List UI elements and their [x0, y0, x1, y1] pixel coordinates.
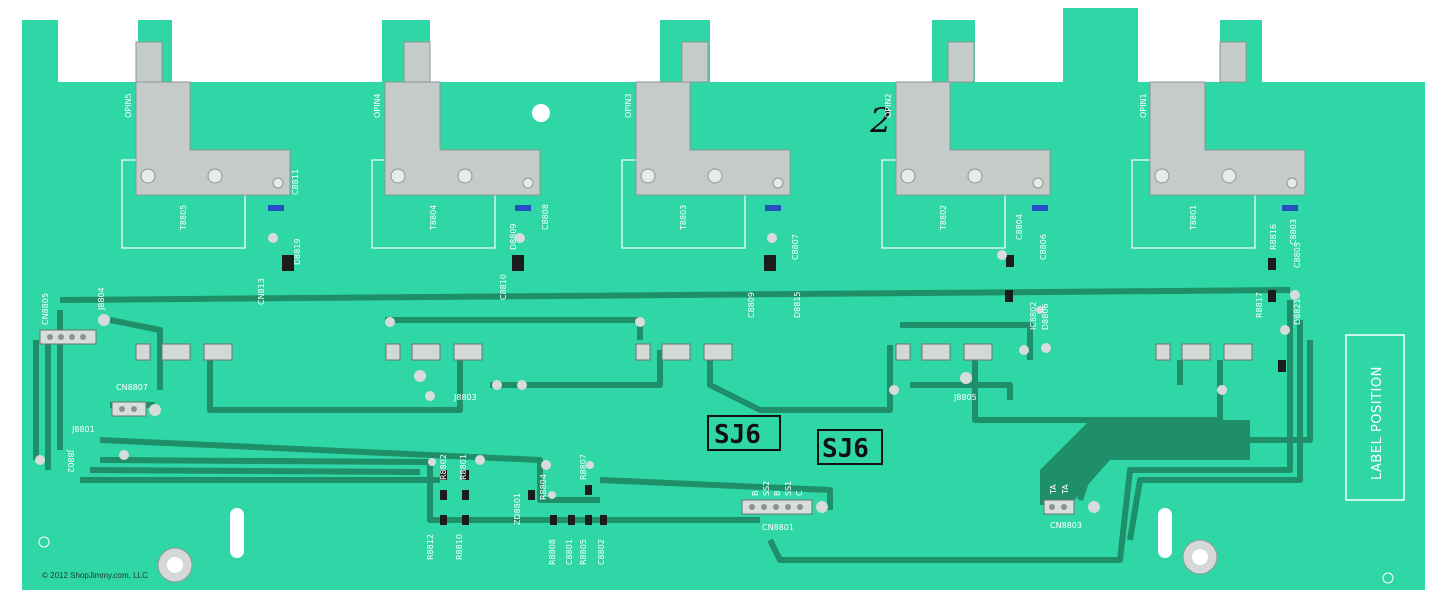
resistor-label: R8817	[1255, 292, 1264, 318]
top-notches	[58, 20, 1425, 82]
diode-label: D8809	[509, 223, 518, 250]
capacitor-label: C8811	[291, 169, 300, 195]
cn8803-pin: TA	[1061, 484, 1070, 495]
blue-components	[268, 205, 1298, 211]
label-position-text: LABEL POSITION	[1370, 366, 1385, 480]
cn8801-pin: C	[795, 490, 804, 496]
resistor-label: R8812	[426, 534, 435, 560]
smd-components	[282, 255, 1286, 525]
resistor-label: R8802	[439, 454, 448, 480]
stamp-box-1	[707, 415, 781, 451]
part-label: C8809	[747, 292, 756, 318]
resistor-label: R8816	[1269, 224, 1278, 250]
transformer-label: T8802	[939, 205, 948, 231]
cn8801-pin: B	[751, 491, 760, 497]
pin-label: OPIN5	[124, 93, 133, 118]
part-label: C8810	[499, 274, 508, 300]
solder-joints	[35, 233, 1300, 513]
transformer-label: T8801	[1189, 205, 1198, 231]
resistor-label: R8807	[579, 454, 588, 480]
cn8801-pin: SS2	[762, 481, 771, 496]
transformer-label: T8805	[179, 205, 188, 231]
capacitor-label: C8806	[1039, 234, 1048, 260]
cn8803-pin: TA	[1049, 484, 1058, 495]
diode-label: D8821	[1293, 298, 1302, 325]
cn8801-pin: B	[773, 491, 782, 497]
transformer-label: T8803	[679, 205, 688, 231]
copyright-text: © 2012 ShopJimmy.com, LLC	[42, 571, 148, 580]
stamp-2: SJ6	[822, 434, 869, 464]
part-label: CN813	[257, 278, 266, 305]
cn8801-pin: SS1	[784, 481, 793, 496]
connector-label: CN8807	[116, 383, 148, 392]
pin-label: OPIN3	[624, 93, 633, 118]
diode-label: D8815	[793, 291, 802, 318]
stamp-1: SJ6	[714, 420, 761, 450]
capacitor-label: C8807	[791, 234, 800, 260]
pin-label: OPIN2	[884, 93, 893, 118]
connector-label: CN8803	[1050, 521, 1082, 530]
resistor-label: R8808	[548, 539, 557, 565]
jumper-label: J8805	[953, 393, 977, 402]
board-holes	[230, 104, 1172, 558]
part-label: IC8802	[1029, 302, 1038, 330]
connector-pins	[47, 334, 1067, 510]
stamp-box-2	[817, 429, 883, 465]
handwritten-mark: 2	[869, 101, 892, 141]
part-label: C8801	[565, 539, 574, 565]
resistor-label: R8801	[459, 454, 468, 480]
silkscreen-labels: T8805 T8804 T8803 T8802 T8801 OPIN5 OPIN…	[41, 93, 1302, 565]
mounting-holes	[38, 536, 1394, 584]
jumper-label: J8801	[71, 425, 95, 434]
capacitor-label: C8803	[1289, 219, 1298, 245]
capacitor-label: C8808	[541, 204, 550, 230]
jumper-label: J8803	[453, 393, 477, 402]
metal-brackets	[135, 41, 1306, 196]
transformer-label: T8804	[429, 205, 438, 231]
pin-label: OPIN4	[373, 93, 382, 118]
jumper-label: J8802	[66, 449, 75, 473]
resistor-label: R8805	[579, 539, 588, 565]
connector-label: CN8805	[41, 293, 50, 325]
part-label: D8806	[1041, 303, 1050, 330]
wide-trace	[1040, 420, 1250, 505]
pin-label: OPIN1	[1139, 93, 1148, 118]
part-label: C8805	[1293, 242, 1302, 268]
resistor-label: R8804	[539, 474, 548, 500]
part-label: C8802	[597, 539, 606, 565]
copper-traces	[33, 287, 1313, 563]
pad-groups	[135, 343, 1253, 361]
diode-label: D8819	[293, 238, 302, 265]
part-label: ZD8801	[513, 493, 522, 525]
jumper-label: J8804	[97, 287, 106, 311]
resistor-label: R8810	[455, 534, 464, 560]
label-position-box	[1345, 334, 1405, 501]
connector-label: CN8801	[762, 523, 794, 532]
part-label: C8804	[1015, 214, 1024, 240]
bracket-rivets	[140, 168, 1298, 189]
